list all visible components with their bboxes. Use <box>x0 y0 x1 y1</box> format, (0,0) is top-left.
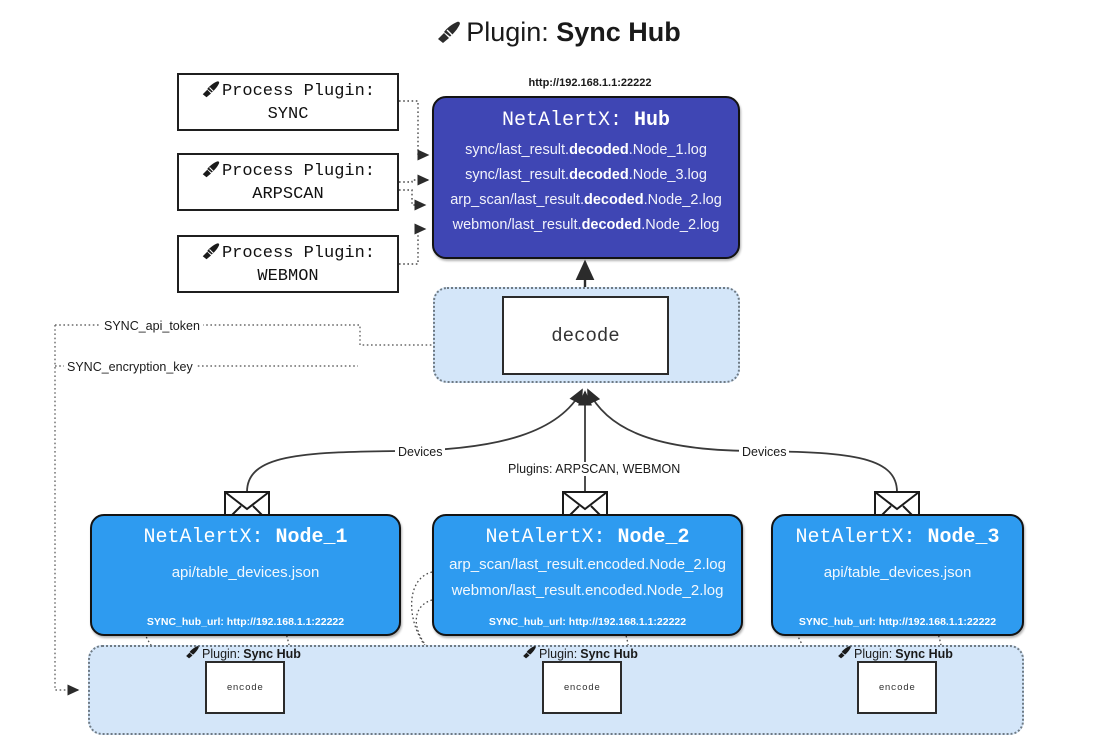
hub-title: NetAlertX: Hub <box>434 109 738 132</box>
page-title-name: Sync Hub <box>556 17 681 47</box>
encode-plugin-label-3: Plugin: Sync Hub <box>837 645 953 662</box>
hub-log-row: sync/last_result.decoded.Node_3.log <box>434 163 738 188</box>
log-post: .Node_3.log <box>628 167 707 183</box>
encode-label-name: Sync Hub <box>580 646 638 661</box>
label-devices-left: Devices <box>395 445 446 459</box>
process-plugin-label: Process Plugin: <box>221 244 376 264</box>
process-plugin-webmon[interactable]: Process Plugin: WEBMON <box>177 235 399 293</box>
plug-icon <box>201 80 221 105</box>
log-post: .Node_2.log <box>643 192 722 208</box>
encode-label-name: Sync Hub <box>243 646 301 661</box>
log-pre: sync/last_result. <box>465 167 570 183</box>
edge-node3-to-decode <box>587 388 898 493</box>
plug-icon <box>201 160 221 185</box>
node-footer: SYNC_hub_url: http://192.168.1.1:22222 <box>146 616 345 628</box>
encode-label-prefix: Plugin: <box>854 646 893 661</box>
node-line: api/table_devices.json <box>823 564 972 581</box>
node-title-prefix: NetAlertX: <box>795 526 916 549</box>
hub-title-prefix: NetAlertX: <box>501 109 622 132</box>
log-mid: decoded <box>581 217 642 233</box>
node-title-name: Node_3 <box>927 526 1000 549</box>
node-title-prefix: NetAlertX: <box>485 526 606 549</box>
hub-log-row: webmon/last_result.decoded.Node_2.log <box>434 213 738 238</box>
node-title-name: Node_1 <box>275 526 348 549</box>
node-line: webmon/last_result.encoded.Node_2.log <box>451 582 724 599</box>
node-3[interactable]: NetAlertX: Node_3 api/table_devices.json… <box>771 514 1024 636</box>
process-plugin-arpscan[interactable]: Process Plugin: ARPSCAN <box>177 153 399 211</box>
log-post: .Node_2.log <box>641 217 720 233</box>
edge-node1-to-decode <box>246 388 583 493</box>
node-title: NetAlertX: Node_3 <box>773 526 1022 549</box>
node-1[interactable]: NetAlertX: Node_1 api/table_devices.json… <box>90 514 401 636</box>
hub-title-name: Hub <box>634 109 671 132</box>
plug-icon <box>436 20 462 51</box>
label-devices-right: Devices <box>739 445 790 459</box>
node-title-name: Node_2 <box>617 526 690 549</box>
hub-log-list: sync/last_result.decoded.Node_1.log sync… <box>434 138 738 238</box>
page-title: Plugin: Sync Hub <box>0 17 1117 51</box>
process-plugin-value: WEBMON <box>257 266 319 286</box>
plug-icon <box>522 645 537 662</box>
node-line-list: api/table_devices.json <box>773 560 1022 586</box>
log-mid: decoded <box>569 142 629 158</box>
log-pre: arp_scan/last_result. <box>450 192 584 208</box>
node-line-list: api/table_devices.json <box>92 560 399 586</box>
encode-box-1[interactable]: encode <box>205 661 285 714</box>
hub-url-label: http://192.168.1.1:22222 <box>528 77 652 89</box>
edge-sync-to-log1 <box>399 100 430 161</box>
log-mid: decoded <box>583 192 644 208</box>
label-plugins-mid: Plugins: ARPSCAN, WEBMON <box>505 462 684 476</box>
edge-arpscan-to-log3 <box>399 189 427 211</box>
node-2[interactable]: NetAlertX: Node_2 arp_scan/last_result.e… <box>432 514 743 636</box>
encode-label-prefix: Plugin: <box>539 646 578 661</box>
node-line: arp_scan/last_result.encoded.Node_2.log <box>449 556 726 573</box>
encode-label-name: Sync Hub <box>895 646 953 661</box>
process-plugin-sync[interactable]: Process Plugin: SYNC <box>177 73 399 131</box>
label-sync-encryption-key: SYNC_encryption_key <box>64 360 196 374</box>
edge-encryption-key-to-bottom <box>54 325 80 696</box>
log-post: .Node_1.log <box>628 142 707 158</box>
hub-node[interactable]: NetAlertX: Hub sync/last_result.decoded.… <box>432 96 740 259</box>
node-title: NetAlertX: Node_2 <box>434 526 741 549</box>
node-title: NetAlertX: Node_1 <box>92 526 399 549</box>
node-line: api/table_devices.json <box>171 564 320 581</box>
process-plugin-value: ARPSCAN <box>252 184 324 204</box>
hub-log-row: sync/last_result.decoded.Node_1.log <box>434 138 738 163</box>
node-line-list: arp_scan/last_result.encoded.Node_2.log … <box>434 552 741 604</box>
process-plugin-label: Process Plugin: <box>221 162 376 182</box>
encode-label-prefix: Plugin: <box>202 646 241 661</box>
plug-icon <box>185 645 200 662</box>
encode-plugin-label-2: Plugin: Sync Hub <box>522 645 638 662</box>
edge-arpscan-to-log2 <box>399 174 430 186</box>
log-pre: sync/last_result. <box>465 142 570 158</box>
process-plugin-label: Process Plugin: <box>221 82 376 102</box>
decode-box[interactable]: decode <box>502 296 669 375</box>
encode-box-2[interactable]: encode <box>542 661 622 714</box>
process-plugin-value: SYNC <box>267 104 309 124</box>
encode-box-3[interactable]: encode <box>857 661 937 714</box>
edge-webmon-to-log4 <box>399 223 427 265</box>
node-title-prefix: NetAlertX: <box>143 526 264 549</box>
log-mid: decoded <box>569 167 629 183</box>
plug-icon <box>201 242 221 267</box>
hub-log-row: arp_scan/last_result.decoded.Node_2.log <box>434 188 738 213</box>
page-title-prefix: Plugin: <box>466 17 549 47</box>
node-footer: SYNC_hub_url: http://192.168.1.1:22222 <box>798 616 997 628</box>
plug-icon <box>837 645 852 662</box>
node-footer: SYNC_hub_url: http://192.168.1.1:22222 <box>488 616 687 628</box>
encode-plugin-label-1: Plugin: Sync Hub <box>185 645 301 662</box>
log-pre: webmon/last_result. <box>452 217 582 233</box>
label-sync-api-token: SYNC_api_token <box>101 319 203 333</box>
